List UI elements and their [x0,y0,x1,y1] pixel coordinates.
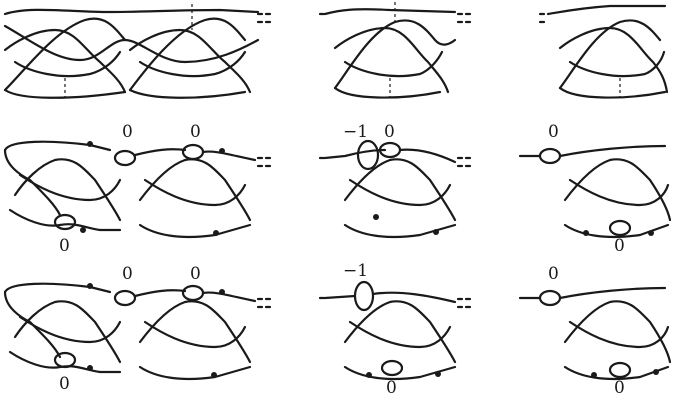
row2-col3-knot [518,144,672,239]
row1-col3-knot [538,4,669,99]
r3-c3-framing-label-bottom: 0 [614,378,625,398]
r3-c2-framing-label: −1 [343,261,368,281]
row3-col1-knot [3,282,272,381]
r3-c1-framing-label-right: 0 [190,264,201,284]
r2-c3-framing-label-bottom: 0 [614,236,625,256]
r3-c1-framing-label-bottom: 0 [59,374,70,394]
row1-col1-knot [3,4,272,99]
row3-col2-knot [318,280,472,381]
r2-c3-framing-label: 0 [548,122,559,142]
r3-c3-framing-label: 0 [548,264,559,284]
row1-col2-knot [318,2,472,99]
row2-col2-knot [318,139,472,239]
r3-c1-framing-label-left: 0 [122,264,133,284]
r2-c2-framing-label-right: 0 [384,122,395,142]
r2-c1-framing-label-right: 0 [190,122,201,142]
r2-c2-framing-label-left: −1 [343,122,368,142]
r2-c1-framing-label-left: 0 [122,122,133,142]
row3-col3-knot [518,286,672,381]
r2-c1-framing-label-bottom: 0 [59,236,70,256]
row2-col1-knot [3,140,272,239]
r3-c2-framing-label-bottom: 0 [386,378,397,398]
